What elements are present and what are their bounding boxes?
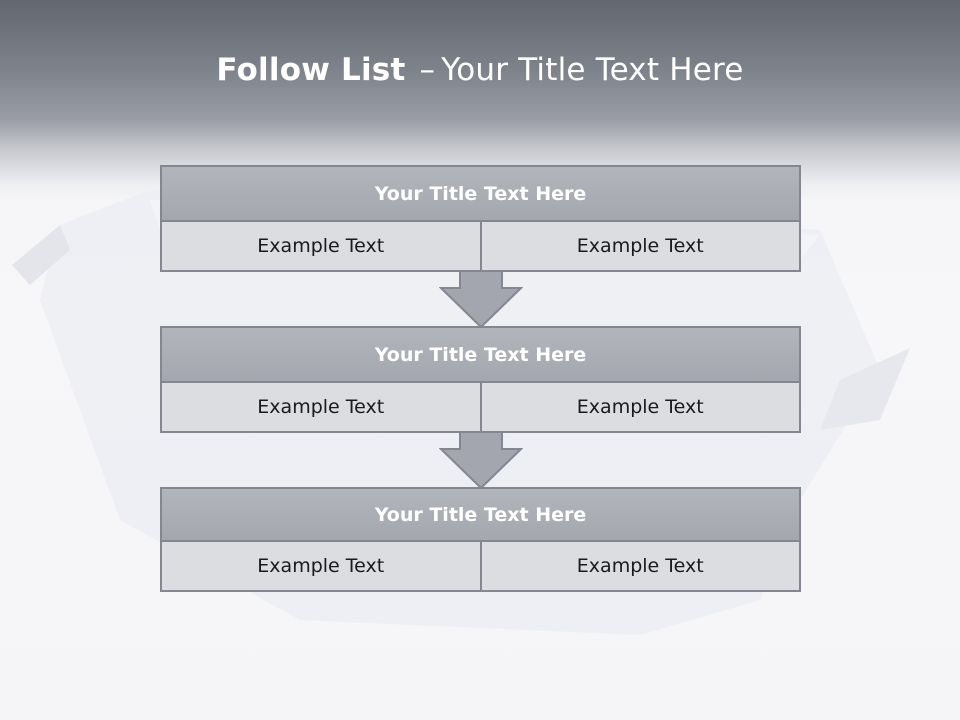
- step-title: Your Title Text Here: [160, 165, 801, 222]
- step-row: Example Text Example Text: [160, 222, 801, 272]
- step-title: Your Title Text Here: [160, 326, 801, 383]
- step-row: Example Text Example Text: [160, 383, 801, 433]
- step-box-3: Your Title Text Here Example Text Exampl…: [160, 487, 801, 592]
- down-arrow-icon: [439, 271, 523, 329]
- title-dash: –: [419, 52, 436, 88]
- step-cell-left: Example Text: [160, 222, 482, 272]
- slide-title: Follow List–Your Title Text Here: [0, 52, 960, 88]
- step-cell-right: Example Text: [481, 383, 801, 433]
- step-cell-right: Example Text: [481, 222, 801, 272]
- title-rest: Your Title Text Here: [441, 52, 744, 88]
- down-arrow-icon: [439, 432, 523, 490]
- step-cell-right: Example Text: [481, 542, 801, 592]
- step-title: Your Title Text Here: [160, 487, 801, 542]
- step-row: Example Text Example Text: [160, 542, 801, 592]
- step-box-1: Your Title Text Here Example Text Exampl…: [160, 165, 801, 272]
- step-cell-left: Example Text: [160, 542, 482, 592]
- title-bold: Follow List: [216, 52, 406, 88]
- step-box-2: Your Title Text Here Example Text Exampl…: [160, 326, 801, 433]
- step-cell-left: Example Text: [160, 383, 482, 433]
